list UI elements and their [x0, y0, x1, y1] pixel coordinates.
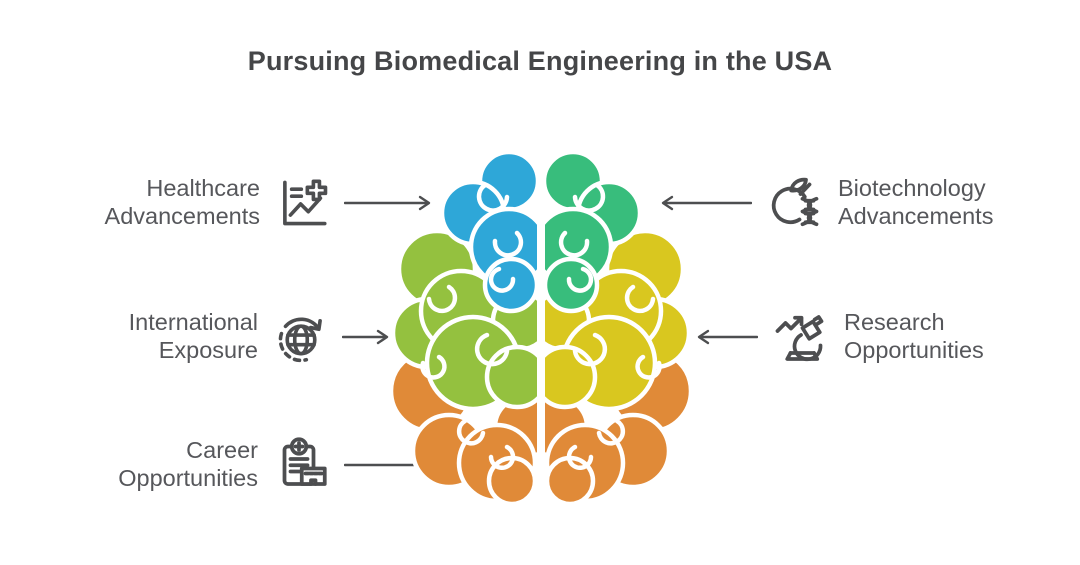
globe-rotation-icon	[272, 308, 330, 366]
brain-region-bottom-right	[545, 348, 691, 506]
feature-label-line1: Research	[844, 309, 945, 336]
feature-label: Research Opportunities	[844, 309, 984, 364]
feature-label: International Exposure	[129, 309, 258, 364]
clipboard-building-icon	[272, 435, 332, 495]
feature-label-line1: Biotechnology	[838, 175, 986, 202]
feature-label-line1: Career	[186, 437, 258, 464]
feature-row-career: Career Opportunities	[0, 428, 432, 502]
feature-row-healthcare: Healthcare Advancements	[0, 166, 432, 240]
arrow-right-icon	[344, 192, 432, 214]
brain-illustration	[391, 151, 691, 506]
brain-region-right-middle	[545, 228, 691, 412]
feature-label: Healthcare Advancements	[105, 175, 260, 230]
brain-left-hemisphere	[391, 151, 537, 506]
microscope-trend-icon	[770, 307, 830, 367]
arrow-left-icon	[660, 192, 752, 214]
page-title: Pursuing Biomedical Engineering in the U…	[247, 46, 833, 76]
arrow-right-icon	[342, 326, 390, 348]
feature-row-biotechnology: Biotechnology Advancements	[660, 166, 1080, 240]
brain-right-hemisphere	[545, 151, 691, 506]
feature-label-line2: Exposure	[158, 337, 258, 363]
feature-label-line2: Advancements	[838, 203, 994, 229]
feature-label-line2: Opportunities	[118, 465, 258, 491]
feature-label-line1: International	[128, 309, 258, 336]
brain-sulci-lines	[420, 182, 524, 471]
feature-label-line2: Opportunities	[844, 337, 984, 363]
chart-medical-cross-icon	[274, 174, 332, 232]
brain-sulci-lines	[558, 182, 662, 471]
apple-dna-icon	[764, 173, 824, 233]
brain-region-bottom-left	[391, 348, 537, 506]
feature-label-line2: Advancements	[104, 203, 260, 229]
feature-row-international: International Exposure	[0, 300, 390, 374]
feature-label: Biotechnology Advancements	[838, 175, 993, 230]
feature-row-research: Research Opportunities	[696, 300, 1080, 374]
feature-label: Career Opportunities	[118, 437, 258, 492]
feature-label-line1: Healthcare	[146, 175, 260, 202]
arrow-left-icon	[696, 326, 758, 348]
